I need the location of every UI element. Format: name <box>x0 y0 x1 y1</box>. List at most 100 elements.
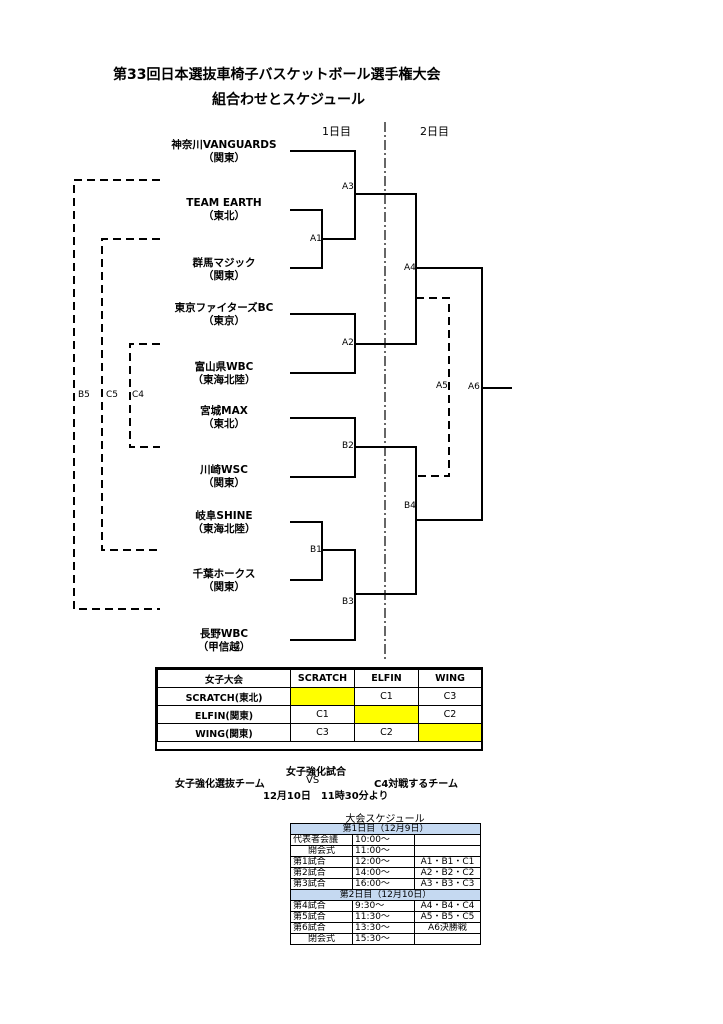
exhibition-left-team: 女子強化選抜チーム <box>175 779 265 790</box>
schedule-games <box>414 834 481 846</box>
team-entry: 千葉ホークス（関東） <box>154 568 294 594</box>
row-team-label: SCRATCH(東北) <box>157 687 291 706</box>
bracket-line-dashed <box>416 297 450 477</box>
match-cell: C1 <box>290 705 355 724</box>
team-region: （関東） <box>203 477 245 489</box>
team-region: （甲信越） <box>197 641 251 653</box>
schedule-event: 第5試合 <box>290 911 353 923</box>
table-row: ELFIN(関東) C1 C2 <box>157 705 482 724</box>
team-region: （関東） <box>203 152 245 164</box>
table-row: 女子大会 SCRATCH ELFIN WING <box>157 669 482 688</box>
table-row: SCRATCH(東北) C1 C3 <box>157 687 482 706</box>
schedule-event: 第4試合 <box>290 900 353 912</box>
self-match-cell <box>354 705 419 724</box>
schedule-time: 10:00～ <box>352 834 415 846</box>
match-label: B4 <box>404 501 416 511</box>
match-cell: C1 <box>354 687 419 706</box>
team-region: （東海北陸） <box>192 374 256 386</box>
team-entry: TEAM EARTH（東北） <box>154 197 294 223</box>
schedule-time: 12:00～ <box>352 856 415 868</box>
table-header-cell: SCRATCH <box>290 669 355 688</box>
self-match-cell <box>290 687 355 706</box>
team-name: 神奈川VANGUARDS <box>171 139 277 151</box>
schedule-time: 16:00～ <box>352 878 415 890</box>
row-team-label: ELFIN(関東) <box>157 705 291 724</box>
team-region: （東海北陸） <box>192 523 256 535</box>
schedule-games: A6決勝戦 <box>414 922 481 934</box>
schedule-games: A1・B1・C1 <box>414 856 481 868</box>
table-row: WING(関東) C3 C2 <box>157 723 482 742</box>
table-row: 第2日目（12月10日） <box>290 889 481 901</box>
match-label: A5 <box>436 381 448 391</box>
table-header-cell: WING <box>418 669 482 688</box>
match-label: B2 <box>342 441 354 451</box>
day1-header: 第1日目（12月9日） <box>290 823 481 835</box>
team-region: （関東） <box>203 581 245 593</box>
schedule-event: 開会式 <box>290 845 353 857</box>
row-team-label: WING(関東) <box>157 723 291 742</box>
team-entry: 長野WBC（甲信越） <box>154 628 294 654</box>
team-name: 長野WBC <box>199 628 249 640</box>
team-entry: 岐阜SHINE（東海北陸） <box>154 510 294 536</box>
schedule-games: A3・B3・C3 <box>414 878 481 890</box>
match-label: A3 <box>342 182 354 192</box>
schedule-event: 代表者会議 <box>290 834 353 846</box>
team-region: （関東） <box>203 270 245 282</box>
match-label: A6 <box>468 382 480 392</box>
team-name: 千葉ホークス <box>192 568 256 580</box>
day1-label: 1日目 <box>322 125 351 138</box>
match-label: B3 <box>342 597 354 607</box>
exhibition-title: 女子強化試合 <box>286 767 346 778</box>
schedule-event: 第3試合 <box>290 878 353 890</box>
match-cell: C2 <box>418 705 482 724</box>
schedule-event: 第2試合 <box>290 867 353 879</box>
schedule-event: 第1試合 <box>290 856 353 868</box>
schedule-time: 11:30～ <box>352 911 415 923</box>
team-entry: 神奈川VANGUARDS（関東） <box>154 139 294 165</box>
schedule-games <box>414 845 481 857</box>
schedule-event: 第6試合 <box>290 922 353 934</box>
schedule-games: A5・B5・C5 <box>414 911 481 923</box>
team-entry: 群馬マジック（関東） <box>154 257 294 283</box>
match-label: C5 <box>106 390 119 400</box>
team-region: （東京） <box>203 315 245 327</box>
schedule-time: 13:30～ <box>352 922 415 934</box>
page-title: 第33回日本選抜車椅子バスケットボール選手権大会 <box>113 67 441 83</box>
team-name: 群馬マジック <box>192 257 256 269</box>
schedule-games <box>414 933 481 945</box>
team-region: （東北） <box>203 210 245 222</box>
schedule-games: A4・B4・C4 <box>414 900 481 912</box>
team-name: 宮城MAX <box>200 405 248 417</box>
womens-round-robin-table: 女子大会 SCRATCH ELFIN WING SCRATCH(東北) C1 C… <box>157 669 482 742</box>
team-name: 岐阜SHINE <box>195 510 253 522</box>
table-header-cell: 女子大会 <box>157 669 291 688</box>
schedule-title: 大会スケジュール <box>345 814 425 825</box>
schedule-games: A2・B2・C2 <box>414 867 481 879</box>
schedule-time: 14:00～ <box>352 867 415 879</box>
day2-header: 第2日目（12月10日） <box>290 889 481 901</box>
schedule-event: 閉会式 <box>290 933 353 945</box>
match-label: A1 <box>310 234 322 244</box>
exhibition-datetime: 12月10日 11時30分より <box>263 791 389 802</box>
team-name: 富山県WBC <box>194 361 254 373</box>
team-entry: 富山県WBC（東海北陸） <box>154 361 294 387</box>
exhibition-right-team: C4対戦するチーム <box>374 779 458 790</box>
page-subtitle: 組合わせとスケジュール <box>212 92 366 108</box>
match-label: A2 <box>342 338 354 348</box>
match-label: B1 <box>310 545 322 555</box>
team-entry: 東京ファイターズBC（東京） <box>154 302 294 328</box>
day2-label: 2日目 <box>420 125 449 138</box>
team-entry: 川崎WSC（関東） <box>154 464 294 490</box>
team-name: 東京ファイターズBC <box>174 302 274 314</box>
bracket-line <box>416 267 483 521</box>
table-row: 第1日目（12月9日） <box>290 823 481 835</box>
